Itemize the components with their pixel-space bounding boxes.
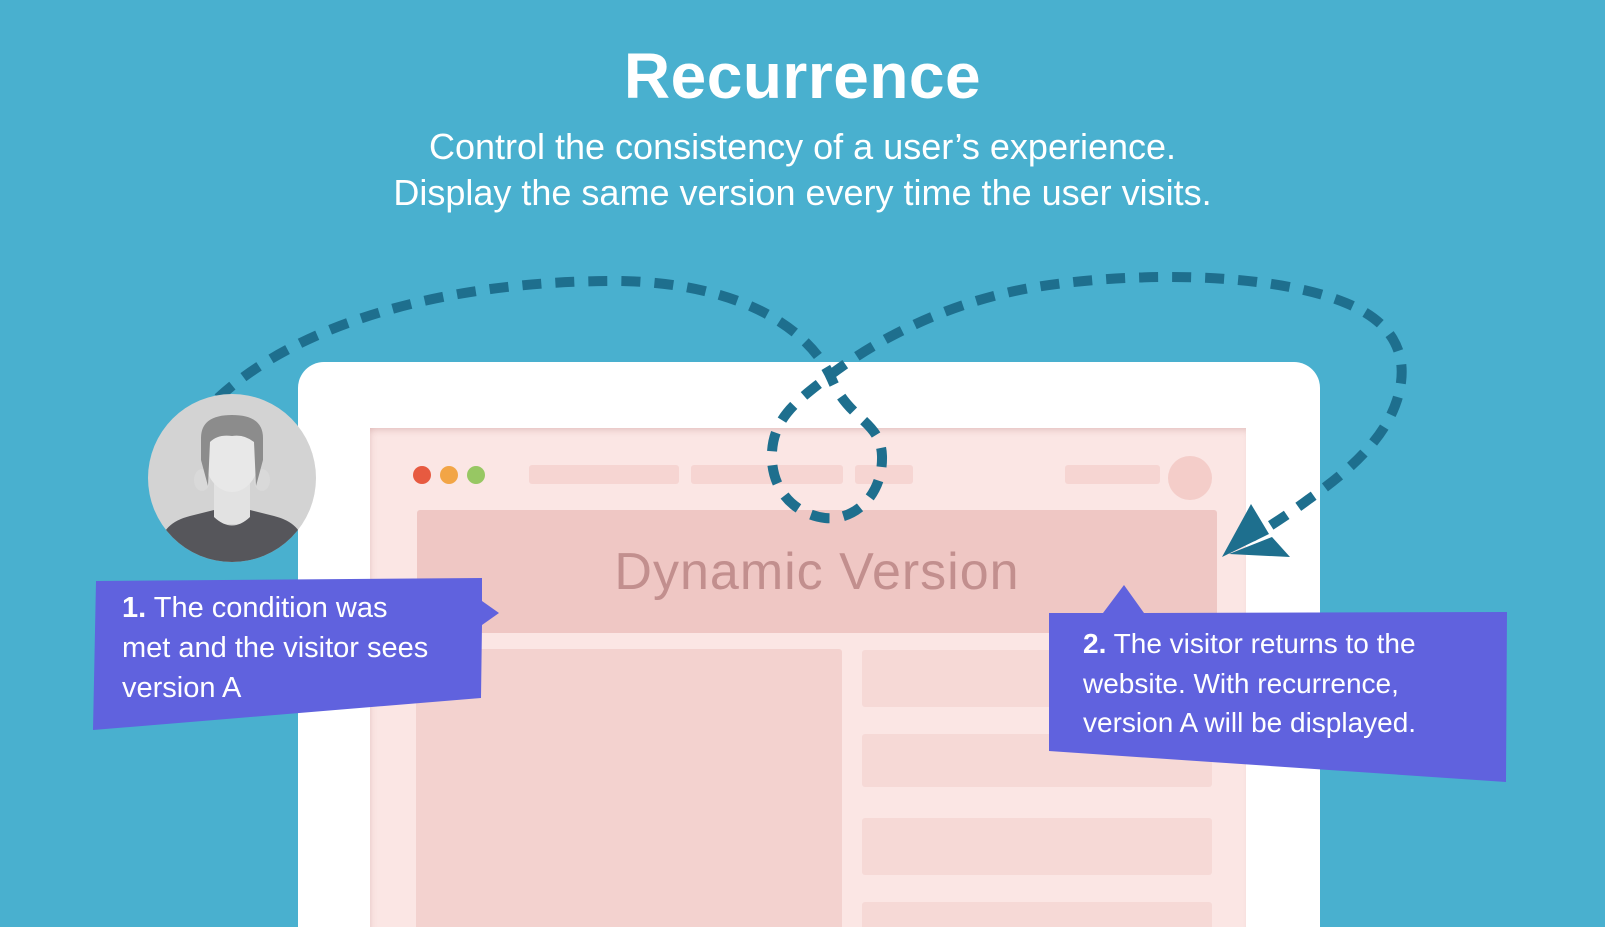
nav-bar-placeholder bbox=[529, 465, 679, 484]
callout-step-2-bubble bbox=[1049, 585, 1507, 782]
nav-bar-placeholder bbox=[1065, 465, 1160, 484]
step-1-number: 1. bbox=[122, 592, 147, 624]
page-title: Recurrence bbox=[623, 40, 982, 112]
sidebar-row-placeholder bbox=[862, 902, 1212, 927]
header: Recurrence Control the consistency of a … bbox=[0, 40, 1605, 216]
subtitle: Control the consistency of a user’s expe… bbox=[0, 124, 1605, 216]
step-2-number: 2. bbox=[1083, 628, 1107, 659]
banner-title: Dynamic Version bbox=[614, 542, 1020, 601]
content-block-main bbox=[416, 649, 842, 927]
traffic-light-orange-icon bbox=[440, 466, 458, 484]
profile-circle-placeholder bbox=[1168, 456, 1212, 500]
callout-step-2-text: 2. The visitor returns to the website. W… bbox=[1083, 628, 1417, 738]
traffic-light-red-icon bbox=[413, 466, 431, 484]
callout-step-2: 2. The visitor returns to the website. W… bbox=[1046, 582, 1511, 786]
callout-step-1: 1. The condition was met and the visitor… bbox=[90, 574, 502, 734]
nav-bar-placeholder bbox=[691, 465, 843, 484]
nav-bar-placeholder bbox=[855, 465, 913, 484]
traffic-light-green-icon bbox=[467, 466, 485, 484]
callout-step-1-text: 1. The condition was met and the visitor… bbox=[122, 592, 429, 704]
subtitle-line-2: Display the same version every time the … bbox=[393, 172, 1212, 213]
subtitle-line-1: Control the consistency of a user’s expe… bbox=[428, 126, 1177, 167]
sidebar-row-placeholder bbox=[862, 818, 1212, 875]
visitor-avatar bbox=[148, 394, 316, 562]
